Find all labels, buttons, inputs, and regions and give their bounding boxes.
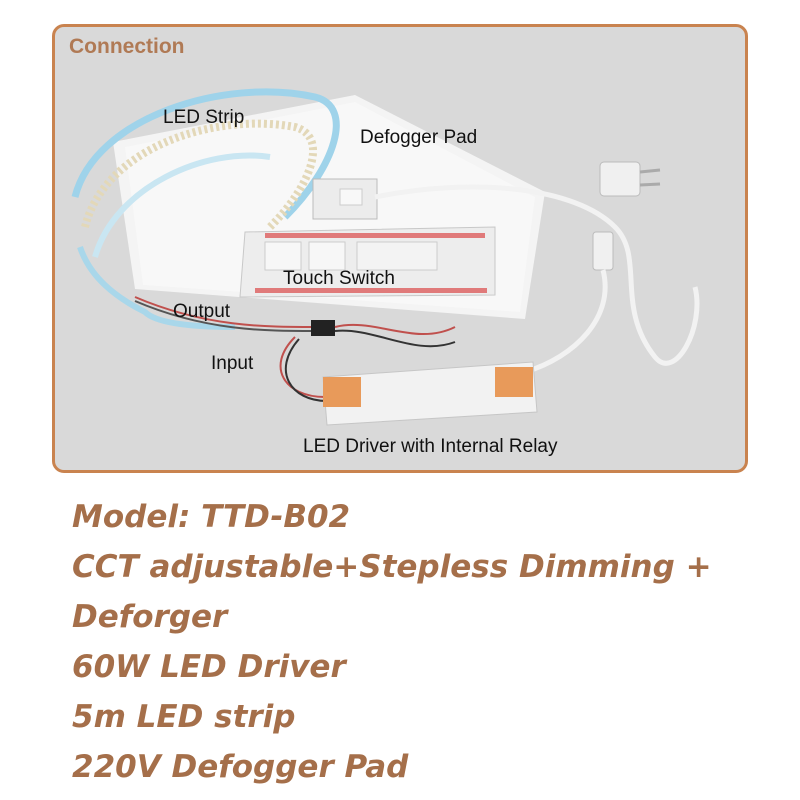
driver-power-cable xyxy=(524,269,608,375)
led-driver-body xyxy=(322,361,538,426)
connection-panel: Connection xyxy=(52,24,748,473)
output-wire-black xyxy=(134,300,316,332)
label-led-strip: LED Strip xyxy=(163,107,245,128)
spec-features-cont: Deforger xyxy=(72,599,228,635)
led-driver-terminal-right xyxy=(495,367,533,397)
touch-switch-button-2 xyxy=(308,241,346,271)
spec-strip: 5m LED strip xyxy=(72,699,296,735)
led-strip-coil-mid xyxy=(92,152,271,258)
defogger-pad-connector xyxy=(339,188,363,206)
touch-switch-button-1 xyxy=(264,241,302,271)
label-defogger-pad: Defogger Pad xyxy=(360,127,478,148)
spec-list: Model: TTD-B02 CCT adjustable+Stepless D… xyxy=(72,492,772,792)
led-strip-tail xyxy=(77,245,236,330)
power-cable xyxy=(374,184,700,366)
power-plug xyxy=(599,161,641,197)
label-output: Output xyxy=(173,301,231,322)
connection-photo xyxy=(71,88,700,426)
input-wire-red xyxy=(279,336,326,398)
output-wire-red xyxy=(134,296,316,328)
connection-title: Connection xyxy=(69,35,185,58)
switch-wire-red xyxy=(334,323,456,336)
label-touch-switch: Touch Switch xyxy=(283,268,395,289)
label-led-driver: LED Driver with Internal Relay xyxy=(303,436,558,457)
spec-defogger: 220V Defogger Pad xyxy=(72,749,409,785)
plug-prong-1 xyxy=(639,168,661,174)
touch-switch-display xyxy=(356,241,438,271)
spec-model: Model: TTD-B02 xyxy=(72,499,351,535)
spec-driver: 60W LED Driver xyxy=(72,649,346,685)
inline-connector xyxy=(592,231,614,271)
touch-switch-red-strip-bottom xyxy=(255,288,487,293)
spec-features: CCT adjustable+Stepless Dimming + xyxy=(72,549,712,585)
input-wire-black xyxy=(284,338,328,402)
touch-switch-red-strip-top xyxy=(265,233,485,238)
label-input: Input xyxy=(211,353,254,374)
led-strip-coil-outer xyxy=(71,88,340,220)
switch-wire-black xyxy=(334,329,456,348)
led-strip-coil-inner xyxy=(81,119,317,230)
wire-connector xyxy=(311,320,335,336)
led-driver-terminal-left xyxy=(323,377,361,407)
plug-prong-2 xyxy=(639,182,661,187)
